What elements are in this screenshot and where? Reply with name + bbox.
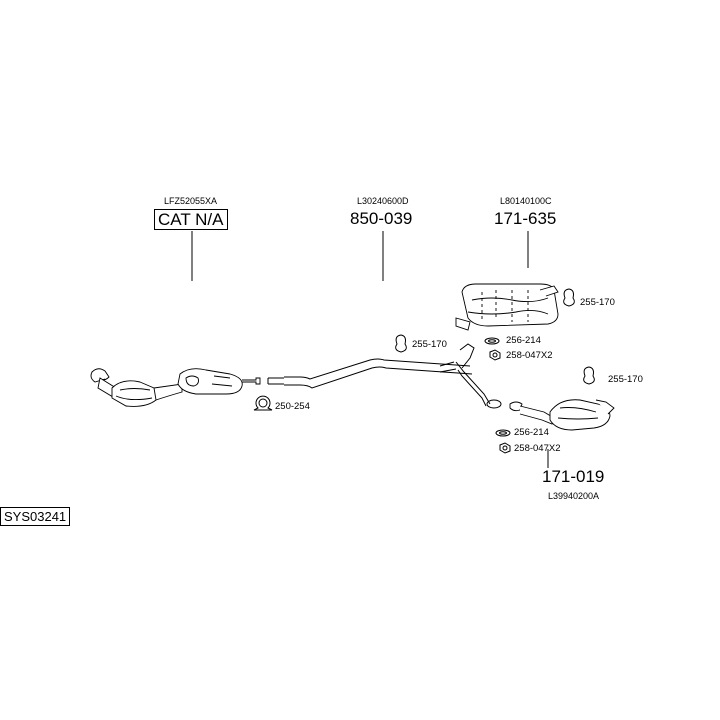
nut-258-047X2-b — [499, 442, 511, 454]
part-ref-cat: LFZ52055XA — [164, 196, 218, 206]
middle-pipe — [267, 343, 502, 409]
part-ref-171-019: L39940200A — [548, 491, 600, 501]
nut-258-047X2-a — [489, 349, 501, 361]
hanger-255-170-c — [583, 366, 595, 385]
accessory-label-258-047X2-a: 258-047X2 — [506, 350, 553, 361]
part-number-850-039: 850-039 — [350, 209, 413, 228]
accessory-label-250-254: 250-254 — [275, 401, 310, 412]
rear-catalyst — [509, 399, 615, 431]
gasket-256-214-b — [495, 429, 511, 437]
accessory-label-256-214-b: 256-214 — [514, 427, 549, 438]
clamp-250-254 — [253, 395, 273, 411]
part-number-171-635: 171-635 — [494, 209, 557, 228]
rear-silencer — [455, 283, 559, 331]
hanger-255-170-b — [563, 288, 575, 307]
accessory-label-255-170-a: 255-170 — [412, 339, 447, 350]
hanger-255-170-a — [395, 334, 407, 353]
part-number-cat: CAT N/A — [154, 209, 228, 230]
accessory-label-258-047X2-b: 258-047X2 — [514, 443, 561, 454]
part-number-171-019: 171-019 — [542, 467, 605, 486]
accessory-label-255-170-b: 255-170 — [580, 297, 615, 308]
front-catalyst-assembly — [90, 368, 261, 407]
system-code: SYS03241 — [0, 507, 71, 526]
accessory-label-255-170-c: 255-170 — [608, 374, 643, 385]
gasket-256-214-a — [484, 337, 500, 345]
part-ref-850-039: L30240600D — [357, 196, 409, 206]
accessory-label-256-214-a: 256-214 — [506, 335, 541, 346]
part-ref-171-635: L80140100C — [500, 196, 552, 206]
